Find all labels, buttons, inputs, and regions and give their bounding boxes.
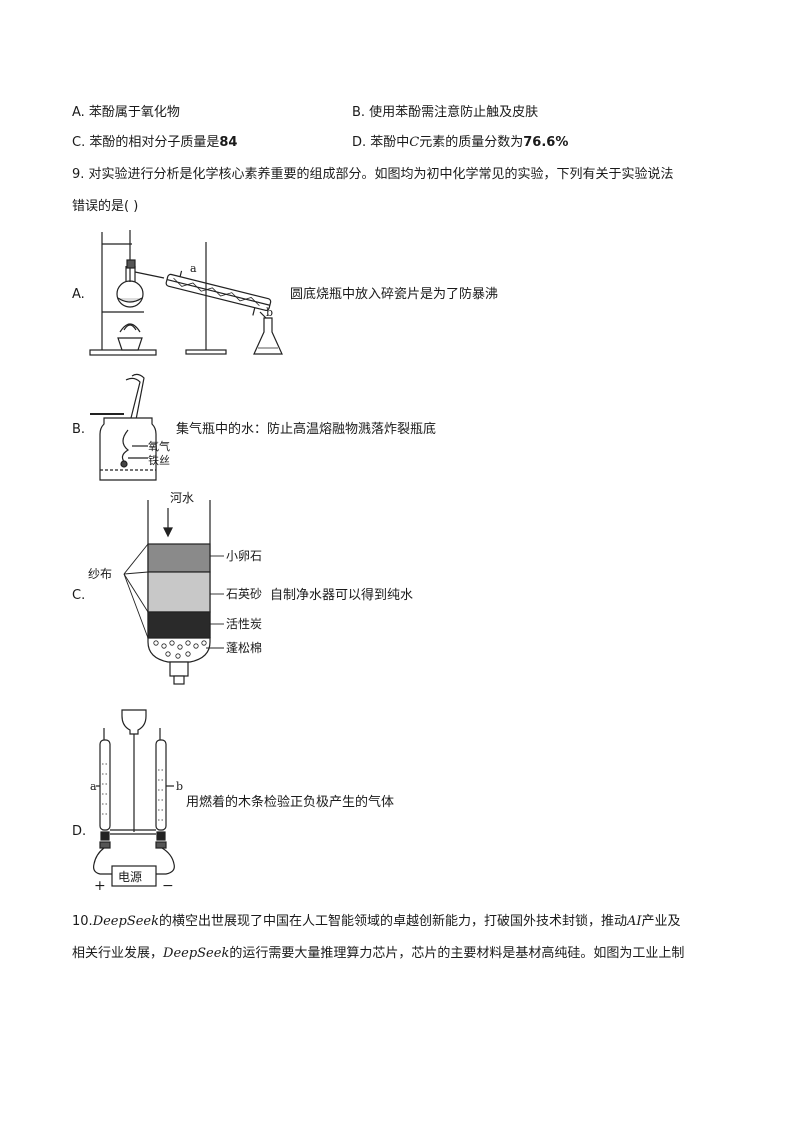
q8-option-d: D. 苯酚中C元素的质量分数为76.6% [352,133,568,153]
q9-option-d-caption: 用燃着的木条检验正负极产生的气体 [186,795,395,810]
q8-option-d-number: 76.6% [523,135,569,150]
iron-combustion-label-iron-wire: 铁丝 [148,454,170,467]
q10-number: 10. [72,914,93,929]
distillation-apparatus-figure: a b [86,226,286,360]
q8-option-d-text-1: D. 苯酚中 [352,135,410,150]
q10-line-2-text-a: 相关行业发展， [72,946,164,961]
q9-option-a-label: A. [72,287,85,302]
q8-option-c-number: 84 [219,135,238,150]
q10-line-2: 相关行业发展，DeepSeek的运行需要大量推理算力芯片，芯片的主要材料是基材高… [72,944,684,964]
q9-stem-line-1: 9. 对实验进行分析是化学核心素养重要的组成部分。如图均为初中化学常见的实验，下… [72,167,674,182]
electrolysis-label-positive: + [94,878,106,894]
water-purifier-figure: 河水 纱布 小卵石 石英砂 活性炭 蓬松棉 [86,490,276,694]
q10-ai: AI [627,914,642,929]
q9-option-b-label: B. [72,422,86,437]
q9-option-c-caption: 自制净水器可以得到纯水 [270,588,414,603]
q9-option-a-caption: 圆底烧瓶中放入碎瓷片是为了防暴沸 [290,287,499,302]
q10-line-1-text-b: 产业及 [641,914,681,929]
distillation-label-a: a [190,262,197,275]
purifier-label-activated-carbon: 活性炭 [226,617,262,631]
iron-combustion-label-oxygen: 氧气 [148,439,170,453]
q9-option-d-label: D. [72,824,87,839]
q8-option-c: C. 苯酚的相对分子质量是84 [72,133,237,153]
purifier-label-gauze: 纱布 [88,567,112,581]
electrolysis-label-b: b [176,780,183,793]
q10-line-1-text-a: 的横空出世展现了中国在人工智能领域的卓越创新能力，打破国外技术封锁，推动 [159,914,628,929]
distillation-label-b: b [266,306,273,319]
q9-option-b-caption: 集气瓶中的水：防止高温熔融物溅落炸裂瓶底 [176,422,437,437]
q10-deepseek-1: DeepSeek [92,914,159,929]
electrolysis-label-power-supply: 电源 [118,870,142,884]
q8-option-b: B. 使用苯酚需注意防止触及皮肤 [352,105,539,120]
q8-option-d-element: C [409,135,420,150]
q8-option-a: A. 苯酚属于氧化物 [72,105,180,120]
electrolysis-figure: a b 电源 + − [86,704,186,896]
q10-line-1: 10.DeepSeek的横空出世展现了中国在人工智能领域的卓越创新能力，打破国外… [72,912,681,932]
q10-deepseek-2: DeepSeek [163,946,230,961]
q9-option-c-label: C. [72,588,86,603]
q10-line-2-text-b: 的运行需要大量推理算力芯片，芯片的主要材料是基材高纯硅。如图为工业上制 [229,946,685,961]
purifier-label-pebbles: 小卵石 [226,549,262,563]
q8-option-c-text: C. 苯酚的相对分子质量是 [72,135,220,150]
purifier-label-cotton: 蓬松棉 [226,641,262,655]
electrolysis-label-a: a [90,780,97,793]
purifier-label-river-water: 河水 [170,491,194,505]
electrolysis-label-negative: − [162,878,174,894]
q8-option-d-text-2: 元素的质量分数为 [419,135,524,150]
iron-combustion-figure: 氧气 铁丝 [88,370,180,486]
q9-stem-line-2: 错误的是( ) [72,199,139,214]
purifier-label-quartz-sand: 石英砂 [226,587,262,601]
